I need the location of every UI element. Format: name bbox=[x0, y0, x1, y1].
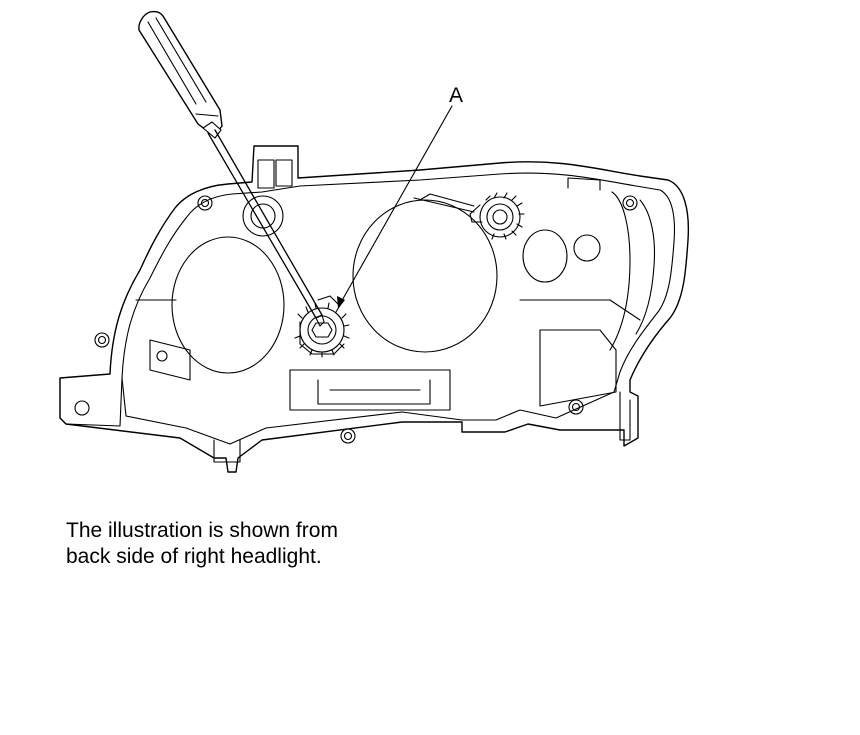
small-bulb-socket bbox=[242, 195, 284, 237]
mounting-holes bbox=[94, 195, 638, 444]
figure-caption: The illustration is shown from back side… bbox=[66, 518, 486, 570]
turn-signal-socket bbox=[522, 229, 568, 283]
mounting-hole bbox=[340, 428, 356, 444]
lamp-reflectors bbox=[171, 193, 601, 374]
leader-arrow bbox=[337, 296, 345, 309]
mounting-hole bbox=[622, 195, 638, 211]
mounting-hole bbox=[94, 332, 110, 348]
housing-outline bbox=[59, 145, 690, 473]
headlight-diagram: A bbox=[59, 10, 690, 473]
caption-line-1: The illustration is shown from bbox=[66, 519, 338, 542]
mounting-hole bbox=[197, 195, 213, 211]
housing-inner-rim bbox=[121, 172, 676, 445]
leader-line bbox=[339, 105, 453, 305]
side-marker-socket bbox=[573, 234, 601, 262]
screwdriver-shaft bbox=[207, 129, 323, 319]
low-beam-reflector bbox=[171, 236, 285, 374]
high-beam-reflector bbox=[352, 199, 498, 353]
screwdriver-handle bbox=[138, 10, 223, 137]
screwdriver bbox=[138, 10, 325, 327]
horizontal-aiming-adjuster bbox=[469, 192, 525, 240]
mounting-hole bbox=[156, 350, 168, 362]
mounting-hole bbox=[568, 399, 584, 415]
aiming-adjusters bbox=[294, 192, 525, 358]
callout-label: A bbox=[449, 84, 463, 107]
callout-a: A bbox=[337, 84, 463, 309]
caption-line-2: back side of right headlight. bbox=[66, 545, 322, 568]
headlight-housing bbox=[59, 145, 690, 473]
